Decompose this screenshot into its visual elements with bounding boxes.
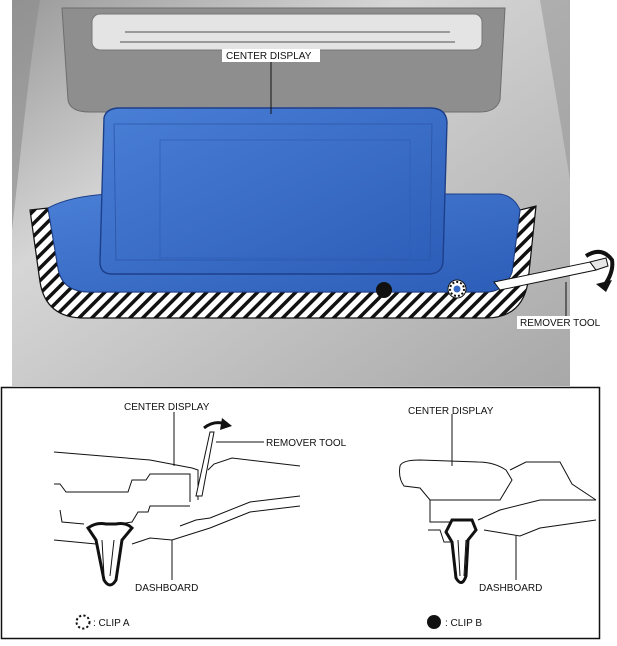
screen-edge-highlight xyxy=(113,123,433,261)
left-shading xyxy=(12,0,40,230)
detail-a-dashboard-lower xyxy=(53,505,301,545)
detail-b-trim xyxy=(509,461,597,501)
detail-a-clip xyxy=(85,522,135,587)
pry-arrow-shaft xyxy=(584,249,615,288)
pry-arrow-head xyxy=(596,280,612,292)
detail-b-clip xyxy=(444,518,478,584)
top-illustration: CENTER DISPLAY REMOVER TOOL xyxy=(12,0,615,386)
detail-frame xyxy=(0,386,601,640)
detail-b-dashboard xyxy=(428,519,597,543)
detail-a-display-base xyxy=(59,505,190,525)
center-display-screen xyxy=(99,107,448,275)
detail-a-dashboard-upper xyxy=(179,495,301,527)
screen-inner-panel xyxy=(159,139,411,259)
clip-b-legend-icon xyxy=(427,615,441,629)
detail-a xyxy=(53,451,301,545)
detail-a-remover-tool-label: REMOVER TOOL xyxy=(266,438,347,449)
remover-tool-label-bg xyxy=(517,316,607,329)
detail-a-dashboard-label: DASHBOARD xyxy=(135,583,198,594)
detail-b-display-housing xyxy=(399,459,513,501)
clip-b-legend-label: : CLIP B xyxy=(445,618,482,629)
center-display-label-bg xyxy=(222,49,320,62)
remover-tool xyxy=(493,257,609,291)
remover-tool-label: REMOVER TOOL xyxy=(520,318,601,329)
clip-a-marker-center xyxy=(453,285,461,293)
detail-b-center-display-label: CENTER DISPLAY xyxy=(408,406,494,417)
clip-a-marker-dots xyxy=(449,281,465,297)
vent-slats xyxy=(120,31,455,43)
detail-a-center-display-label: CENTER DISPLAY xyxy=(124,402,210,413)
center-display-label: CENTER DISPLAY xyxy=(226,51,312,62)
detail-a-display-housing xyxy=(53,451,301,500)
detail-b-display-base xyxy=(429,499,596,523)
clip-a-legend-icon xyxy=(75,614,91,630)
clip-a-legend-label: : CLIP A xyxy=(93,618,130,629)
detail-a-remover-tool xyxy=(195,418,232,497)
clip-b-marker xyxy=(376,282,392,298)
detail-a-display-body xyxy=(54,473,191,502)
detail-b-dashboard-label: DASHBOARD xyxy=(479,583,542,594)
legend: : CLIP A : CLIP B xyxy=(75,614,482,630)
detail-b xyxy=(399,459,597,543)
right-shading xyxy=(540,0,570,180)
